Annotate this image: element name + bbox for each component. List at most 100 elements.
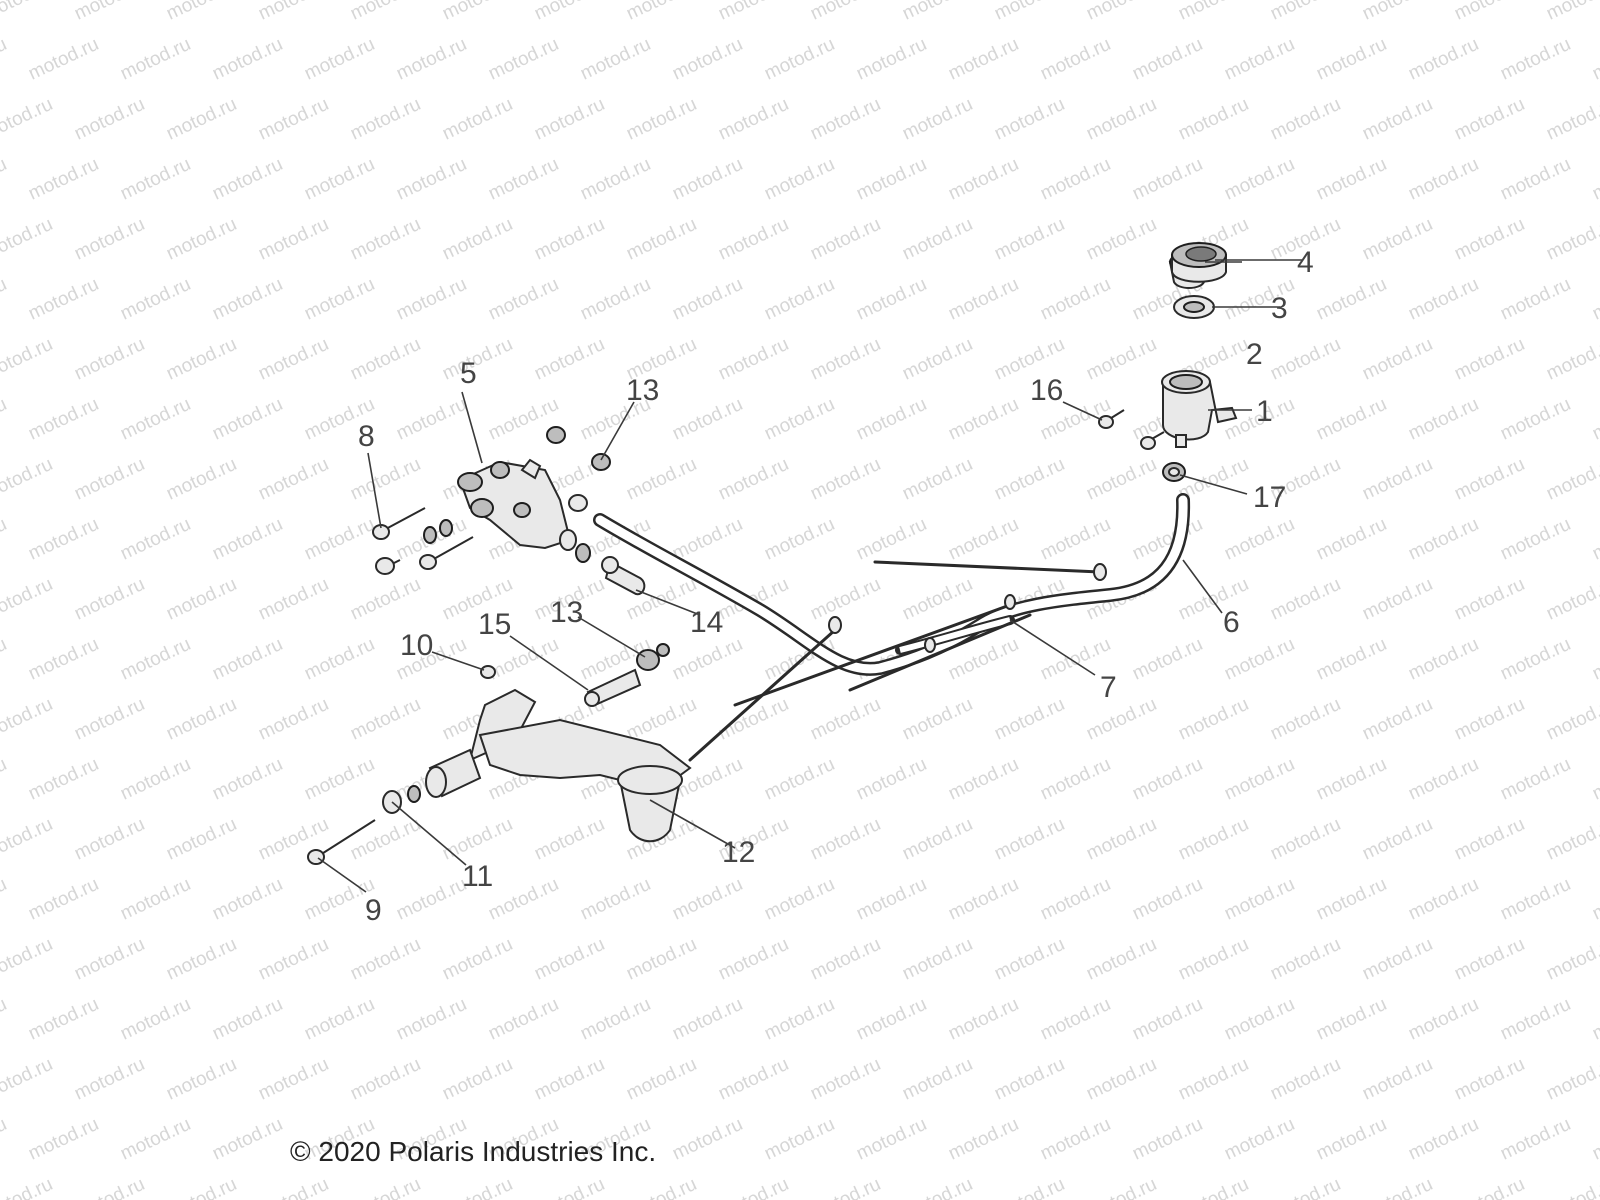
watermark-text: motod.ru (1543, 1174, 1600, 1200)
watermark-text: motod.ru (899, 454, 976, 505)
watermark-text: motod.ru (1267, 334, 1344, 385)
watermark-text: motod.ru (623, 214, 700, 265)
watermark-text: motod.ru (1083, 454, 1160, 505)
watermark-text: motod.ru (1543, 934, 1600, 985)
watermark-text: motod.ru (209, 34, 286, 85)
watermark-text: motod.ru (623, 454, 700, 505)
watermark-text: motod.ru (393, 154, 470, 205)
watermark-text: motod.ru (1497, 394, 1574, 445)
watermark-text: motod.ru (25, 154, 102, 205)
watermark-text: motod.ru (1451, 0, 1528, 25)
watermark-text: motod.ru (0, 1174, 56, 1200)
watermark-text: motod.ru (1543, 214, 1600, 265)
watermark-text: motod.ru (255, 454, 332, 505)
watermark-text: motod.ru (761, 1114, 838, 1165)
watermark-text: motod.ru (853, 994, 930, 1045)
watermark-text: motod.ru (577, 994, 654, 1045)
watermark-text: motod.ru (255, 1054, 332, 1105)
watermark-text: motod.ru (761, 34, 838, 85)
watermark-text: motod.ru (761, 154, 838, 205)
watermark-text: motod.ru (1129, 1114, 1206, 1165)
watermark-text: motod.ru (0, 514, 10, 565)
watermark-text: motod.ru (1497, 274, 1574, 325)
watermark-text: motod.ru (117, 994, 194, 1045)
watermark-text: motod.ru (669, 154, 746, 205)
watermark-text: motod.ru (0, 814, 56, 865)
watermark-text: motod.ru (807, 454, 884, 505)
watermark-text: motod.ru (0, 754, 10, 805)
callout-9: 9 (365, 894, 382, 927)
watermark-text: motod.ru (301, 154, 378, 205)
watermark-text: motod.ru (1359, 0, 1436, 25)
hose-clamp (1162, 462, 1186, 482)
watermark-text: motod.ru (945, 274, 1022, 325)
watermark-text: motod.ru (255, 1174, 332, 1200)
watermark-text: motod.ru (117, 754, 194, 805)
watermark-text: motod.ru (1451, 694, 1528, 745)
callout-16: 16 (1030, 374, 1063, 407)
pedal-spacer (382, 748, 482, 814)
watermark-text: motod.ru (1037, 514, 1114, 565)
watermark-text: motod.ru (1405, 154, 1482, 205)
watermark-text: motod.ru (1313, 154, 1390, 205)
watermark-text: motod.ru (347, 934, 424, 985)
watermark-text: motod.ru (991, 0, 1068, 25)
watermark-text: motod.ru (531, 94, 608, 145)
watermark-text: motod.ru (1037, 994, 1114, 1045)
watermark-text: motod.ru (1313, 634, 1390, 685)
watermark-text: motod.ru (1359, 94, 1436, 145)
watermark-text: motod.ru (1313, 274, 1390, 325)
watermark-text: motod.ru (899, 0, 976, 25)
watermark-text: motod.ru (945, 394, 1022, 445)
watermark-text: motod.ru (761, 514, 838, 565)
watermark-text: motod.ru (991, 214, 1068, 265)
watermark-text: motod.ru (1313, 754, 1390, 805)
watermark-text: motod.ru (0, 34, 10, 85)
watermark-text: motod.ru (0, 274, 10, 325)
watermark-text: motod.ru (209, 874, 286, 925)
watermark-text: motod.ru (347, 94, 424, 145)
copyright-notice: © 2020 Polaris Industries Inc. (290, 1136, 657, 1167)
watermark-text: motod.ru (1129, 634, 1206, 685)
watermark-text: motod.ru (393, 34, 470, 85)
watermark-text: motod.ru (1175, 934, 1252, 985)
watermark-text: motod.ru (117, 634, 194, 685)
watermark-text: motod.ru (71, 814, 148, 865)
watermark-text: motod.ru (439, 94, 516, 145)
watermark-text: motod.ru (25, 1114, 102, 1165)
watermark-text: motod.ru (163, 814, 240, 865)
watermark-text: motod.ru (991, 934, 1068, 985)
watermark-text: motod.ru (715, 94, 792, 145)
watermark-text: motod.ru (1083, 0, 1160, 25)
watermark-text: motod.ru (117, 514, 194, 565)
watermark-text: motod.ru (209, 994, 286, 1045)
watermark-text: motod.ru (347, 694, 424, 745)
watermark-text: motod.ru (1451, 814, 1528, 865)
watermark-text: motod.ru (301, 994, 378, 1045)
watermark-text: motod.ru (1313, 514, 1390, 565)
line-clamp-assembly (688, 560, 1107, 762)
watermark-text: motod.ru (1037, 274, 1114, 325)
watermark-text: motod.ru (1451, 334, 1528, 385)
watermark-text: motod.ru (945, 514, 1022, 565)
pedal-bolt-10 (480, 665, 496, 679)
watermark-text: motod.ru (991, 1054, 1068, 1105)
watermark-text: motod.ru (1405, 994, 1482, 1045)
watermark-text: motod.ru (991, 1174, 1068, 1200)
watermark-text: motod.ru (255, 214, 332, 265)
watermark-text: motod.ru (25, 754, 102, 805)
watermark-text: motod.ru (531, 814, 608, 865)
watermark-text: motod.ru (1543, 0, 1600, 25)
watermark-text: motod.ru (1359, 814, 1436, 865)
watermark-text: motod.ru (899, 934, 976, 985)
watermark-text: motod.ru (0, 874, 10, 925)
watermark-text: motod.ru (1037, 874, 1114, 925)
watermark-text: motod.ru (1313, 874, 1390, 925)
watermark-text: motod.ru (301, 754, 378, 805)
watermark-text: motod.ru (0, 94, 56, 145)
watermark-text: motod.ru (991, 454, 1068, 505)
watermark-text: motod.ru (1359, 1174, 1436, 1200)
watermark-text: motod.ru (393, 994, 470, 1045)
watermark-text: motod.ru (1405, 874, 1482, 925)
watermark-text: motod.ru (1405, 34, 1482, 85)
